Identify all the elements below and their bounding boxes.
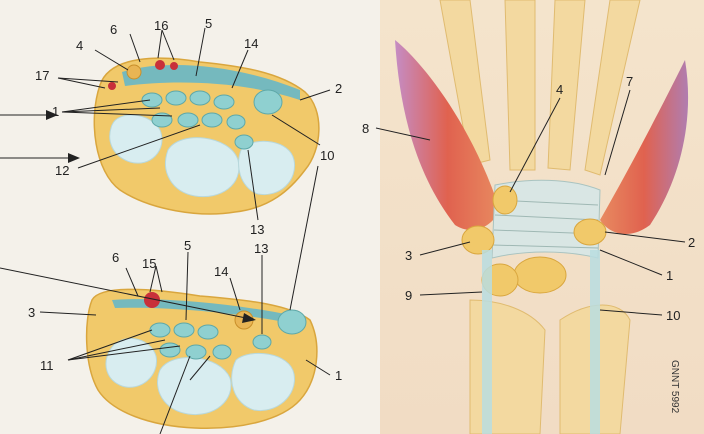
top-nerve [127, 65, 141, 79]
bottom-cross-section [87, 289, 317, 428]
label-b6: 6 [112, 250, 119, 265]
label-b15: 15 [142, 256, 156, 271]
label-5: 5 [205, 16, 212, 31]
label-6: 6 [110, 22, 117, 37]
label-b13: 13 [254, 241, 268, 256]
label-12: 12 [55, 163, 69, 178]
label-b1: 1 [335, 368, 342, 383]
top-vessel-b [170, 62, 178, 70]
label-4: 4 [76, 38, 83, 53]
label-10: 10 [320, 148, 334, 163]
label-1: 1 [52, 104, 59, 119]
label-b11: 11 [40, 358, 54, 373]
tendon-left [482, 250, 492, 434]
label-r7: 7 [626, 74, 633, 89]
label-r9: 9 [405, 288, 412, 303]
tendon-right [590, 250, 600, 434]
label-b14: 14 [214, 264, 228, 279]
label-17: 17 [35, 68, 49, 83]
top-bone-b [166, 138, 239, 197]
label-r10: 10 [666, 308, 680, 323]
stamp-text: GNNT 5992 [669, 360, 680, 414]
label-r2: 2 [688, 235, 695, 250]
label-r1: 1 [666, 268, 673, 283]
top-vessel-a [155, 60, 165, 70]
label-13: 13 [250, 222, 264, 237]
label-r3: 3 [405, 248, 412, 263]
palmar-view: GNNT 5992 [380, 0, 704, 434]
label-r4: 4 [556, 82, 563, 97]
label-r8: 8 [362, 121, 369, 136]
label-2: 2 [335, 81, 342, 96]
top-cross-section [94, 58, 319, 214]
top-vessel-c [108, 82, 116, 90]
radius [470, 300, 545, 434]
label-16: 16 [154, 18, 168, 33]
bottom-bone-b [158, 358, 231, 415]
label-b3: 3 [28, 305, 35, 320]
label-b5: 5 [184, 238, 191, 253]
label-14: 14 [244, 36, 258, 51]
